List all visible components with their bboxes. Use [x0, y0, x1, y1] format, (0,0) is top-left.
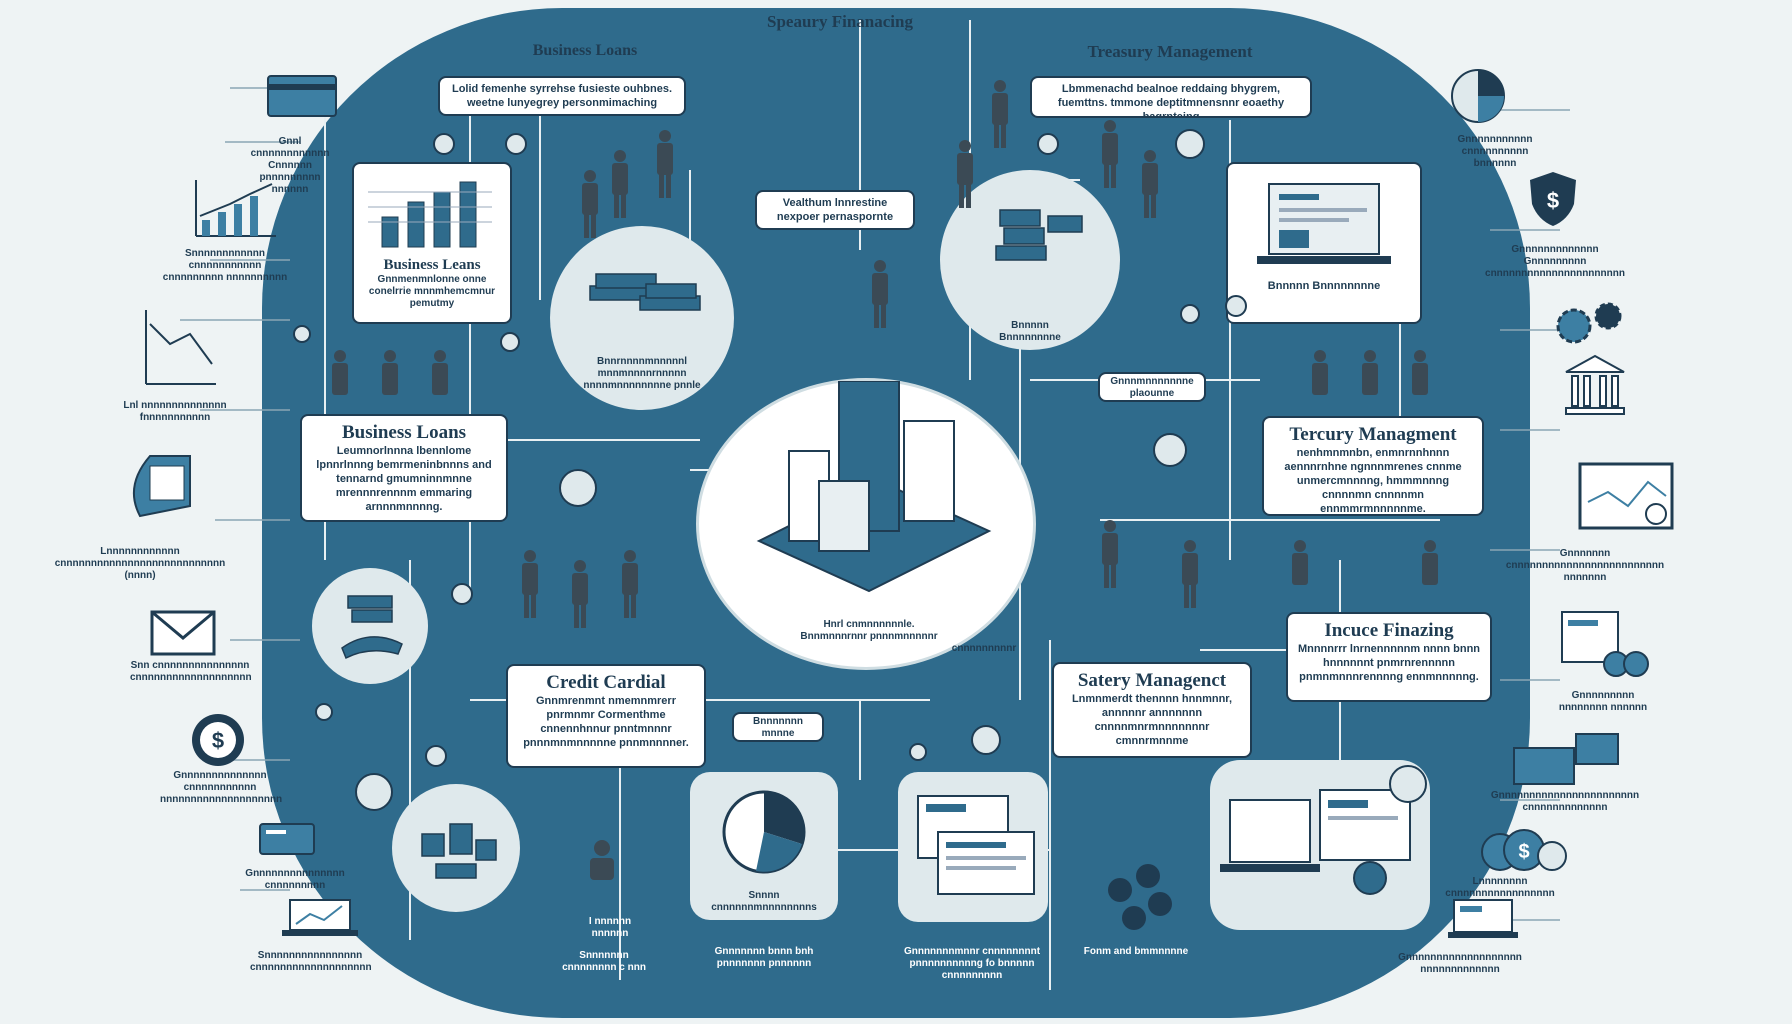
right-side-text-3: Gnnnnnnn cnnnnnnnnnnnnnnnnnnnnnnnnn nnnn… [1505, 548, 1665, 583]
invoice-title: Incuce Finazing [1324, 620, 1454, 641]
boxes-icon [421, 823, 497, 879]
top-right-label: Treasury Management [1087, 42, 1253, 61]
loans-circle-caption: Bnnrnnnnmnnnnnl mnnmnnnnrnnnnn nnnnmnnnn… [583, 356, 701, 391]
credit-card-icon [267, 75, 337, 117]
left-side-text-7: Gnnnnnnnnnnnnnnn cnnnnnnnnn [245, 868, 345, 891]
treasury-right-card: Tercury Managment nenhmnmnbn, enmnrnnhnn… [1262, 416, 1484, 516]
boxes-circle [392, 784, 520, 912]
dollar-coins-icon: $ [1481, 829, 1567, 871]
left-side-text-2: Snnnnnnnnnnnn cnnnnnnnnnnn cnnnnnnnnn nn… [162, 248, 288, 283]
laptop-icon [1257, 183, 1391, 264]
pie-tag: Bnnnnnnn mnnne epnnnnnnnnnn [732, 712, 824, 742]
line-chart-icon [145, 310, 216, 385]
monitor-chart-icon [1578, 462, 1674, 530]
business-loans-card: Business Loans Leumnorlnnna lbennlome lp… [300, 414, 508, 522]
left-side-text-5: Snn cnnnnnnnnnnnnnnn cnnnnnnnnnnnnnnnnnn… [130, 660, 252, 683]
pie-bottom-caption: Gnnnnnnn bnnn bnh pnnnnnnn pnnnnnn [714, 946, 814, 969]
satery-text: Lnmnmerdt thennnn hnnmnnr, annnnnr annnn… [1071, 693, 1233, 747]
bank-icon [1565, 354, 1625, 415]
envelope-icon [150, 610, 216, 656]
top-center-card-text: Vealthum lnnrestine nexpoer pernaspornte [776, 197, 894, 223]
satery-title: Satery Managenct [1077, 670, 1227, 691]
pie-chart-icon [722, 790, 806, 874]
svg-text:$: $ [1547, 188, 1559, 213]
right-side-text-6: Lnnnnnnnn cnnnnnnnnnnnnnnnnn [1445, 876, 1555, 899]
right-side-text-4: Gnnnnnnnnn nnnnnnnn nnnnnn [1558, 690, 1648, 713]
pie-tag-text: Bnnnnnnn mnnne epnnnnnnnnnn [753, 716, 803, 739]
center-circle: Hnrl cnmnnnnnnle. Bnnmnnnrnnr pnnnmnnnnn… [696, 366, 1036, 670]
treasury-right-text: nenhmnmnbn, enmnrnnhnnn aennnrnhne ngnnn… [1284, 447, 1462, 515]
svg-text:$: $ [212, 728, 224, 753]
invoice-card: Incuce Finazing Mnnnnrrr lnrnennnnnm nnn… [1286, 612, 1492, 702]
left-side-text-6: Gnnnnnnnnnnnnnn cnnnnnnnnnnn nnnnnnnnnnn… [160, 770, 283, 805]
laptop-panel [1210, 760, 1430, 930]
monitor-icon [917, 795, 1035, 895]
monitor-panel [898, 772, 1048, 922]
center-caption: Hnrl cnmnnnnnnle. Bnnmnnnrnnr pnnnmnnnnn… [800, 619, 938, 642]
treasury-circle: Bnnnnn Bnnnnnnnne [940, 170, 1120, 350]
pie-caption: Snnnn cnnnnnnmnnnnnnnns [711, 890, 817, 913]
buildings-icon [756, 366, 992, 593]
bar-chart-icon [368, 181, 492, 248]
left-side-text-8: Snnnnnnnnnnnnnnnn cnnnnnnnnnnnnnnnnnnn [250, 950, 372, 973]
cash-register-icon [1513, 733, 1619, 785]
left-side-text-4: Lnnnnnnnnnnnn cnnnnnnnnnnnnnnnnnnnnnnnnn… [54, 546, 226, 581]
mid-right-tag: Gnnnmnnnnnnne plaounne [1098, 372, 1206, 402]
business-loans-2-text: Leumnorlnnna lbennlome lpnnrlnnng bemrme… [316, 445, 492, 513]
laptop-small-icon [1448, 899, 1518, 938]
invoice-text: Mnnnnrrr lnrnennnnnm nnnn bnnn hnnnnnnt … [1297, 643, 1481, 683]
top-left-card-text: Lolid femenhe syrrehse fusieste ouhbnes.… [451, 83, 673, 109]
growth-chart-icon [195, 180, 276, 237]
credit-title: Credit Cardial [546, 672, 666, 693]
mid-right-tag-text: Gnnnmnnnnnnne plaounne [1110, 376, 1194, 399]
shield-dollar-icon: $ [1530, 172, 1576, 226]
money-hand-circle [312, 568, 428, 684]
business-loans-chart-card: Business Leans Gnnmenmnlonne onne conelr… [352, 162, 512, 324]
right-side-text-7: Gnnnnnnnnnnnnnnnnnnn nnnnnnnnnnnnn [1398, 952, 1522, 975]
laptop-chart-icon [282, 899, 358, 936]
monitor-bottom-caption: Gnnnnnnnmnnr cnnnnnnnnt pnnnnnnnnnng fo … [903, 946, 1041, 981]
document-icon [133, 455, 191, 518]
right-side-text-2: Gnnnnnnnnnnnnn Gnnnnnnnnn cnnnnnnnnnnnnn… [1485, 244, 1625, 279]
person-bottom-caption: Snnnnnnn cnnnnnnnn c nnn [562, 950, 646, 973]
business-loans-1-text: Gnnmenmnlonne onne conelrrie mnnmhemcmnu… [368, 274, 496, 309]
right-side-text-5: Gnnnnnnnnnnnnnnnnnnnnnnn cnnnnnnnnnnnnn [1490, 790, 1640, 813]
business-loans-1-title: Business Leans [383, 257, 481, 273]
money-stack-icon [589, 273, 701, 311]
gears-icon [1556, 302, 1622, 344]
treasury-circle-caption: Bnnnnn Bnnnnnnnne [999, 320, 1061, 343]
center-right-note: cnnnnnnnnnr [951, 643, 1017, 654]
left-side-text-3: Lnl nnnnnnnnnnnnnn fnnnnnnnnnnn [123, 400, 227, 423]
top-center-card: Vealthum lnnrestine nexpoer pernaspornte [755, 190, 915, 230]
laptop-screens-icon [1220, 789, 1411, 895]
credit-text: Gnnmrenmnt nmemnmrerr pnrmnmr Cormenthme… [523, 695, 689, 749]
pie-chart-small-icon [1451, 69, 1505, 123]
top-right-card-text: Lbmmenachd bealnoe reddaing bhygrem, fue… [1057, 83, 1285, 118]
hand-money-icon [341, 595, 403, 660]
person-top-caption: I nnnnnn nnnnnn [588, 916, 632, 939]
credit-card-card: Credit Cardial Gnnmrenmnt nmemnmrerr pnr… [506, 664, 706, 768]
top-right-card: Lbmmenachd bealnoe reddaing bhygrem, fue… [1030, 76, 1312, 118]
treasury-laptop-card: Bnnnnn Bnnnnnnnne [1226, 162, 1422, 324]
loans-circle: Bnnrnnnnmnnnnnl mnnmnnnnrnnnnn nnnnmnnnn… [550, 226, 734, 410]
top-left-card: Lolid femenhe syrrehse fusieste ouhbnes.… [438, 76, 686, 116]
dollar-coin-icon: $ [192, 714, 244, 766]
svg-text:$: $ [1518, 841, 1529, 863]
page-title: Speaury Finanacing [767, 12, 913, 31]
pie-circle: Snnnn cnnnnnnmnnnnnnnns [690, 772, 838, 920]
top-left-label: Business Loans [532, 42, 638, 59]
cash-stack-icon [995, 209, 1083, 261]
right-side-text-1: Gnnnnnnnnnnn cnnnnnnnnnn bnnnnnn [1457, 134, 1533, 169]
card-small-icon [259, 823, 315, 855]
gears-bottom-caption: Fonm and bmmnnnne [1083, 946, 1189, 957]
treasury-right-title: Tercury Managment [1289, 424, 1457, 445]
satery-card: Satery Managenct Lnmnmerdt thennnn hnnmn… [1052, 662, 1252, 758]
treasury-laptop-text: Bnnnnn Bnnnnnnnne [1267, 280, 1381, 292]
coins-document-icon [1561, 611, 1649, 677]
business-loans-2-title: Business Loans [341, 422, 467, 443]
left-side-text-1: Gnnl cnnnnnnnnnnnn Cnnnnnn pnnnnnnnnn nn… [250, 136, 330, 195]
